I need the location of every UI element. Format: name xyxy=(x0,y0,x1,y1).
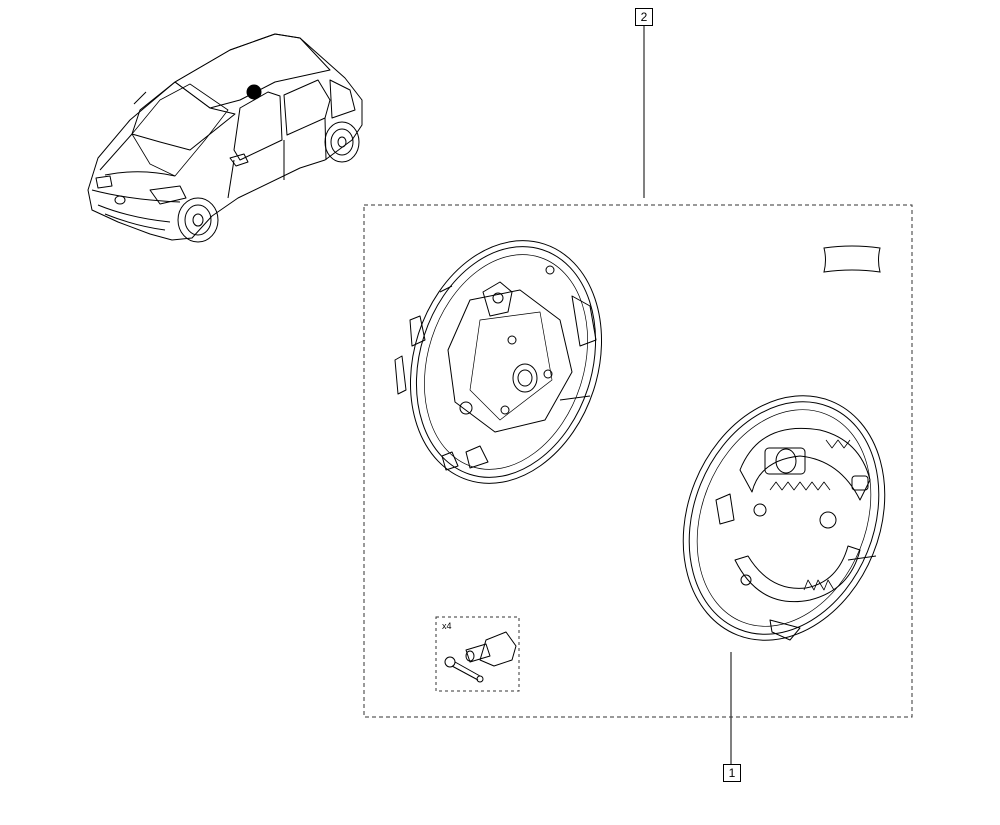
label-tag-icon xyxy=(824,246,880,272)
brake-backing-plate-icon xyxy=(380,216,632,509)
callout-1: 1 xyxy=(723,764,741,782)
kit-boundary xyxy=(364,205,912,717)
bolt-clip-icon xyxy=(445,632,516,682)
brake-assembly-icon xyxy=(648,365,920,671)
callout-2: 2 xyxy=(635,8,653,26)
fastener-kit-boundary xyxy=(436,617,519,691)
leader-lines xyxy=(644,25,731,764)
fastener-quantity-label: x4 xyxy=(442,621,452,631)
car-icon xyxy=(88,34,362,242)
